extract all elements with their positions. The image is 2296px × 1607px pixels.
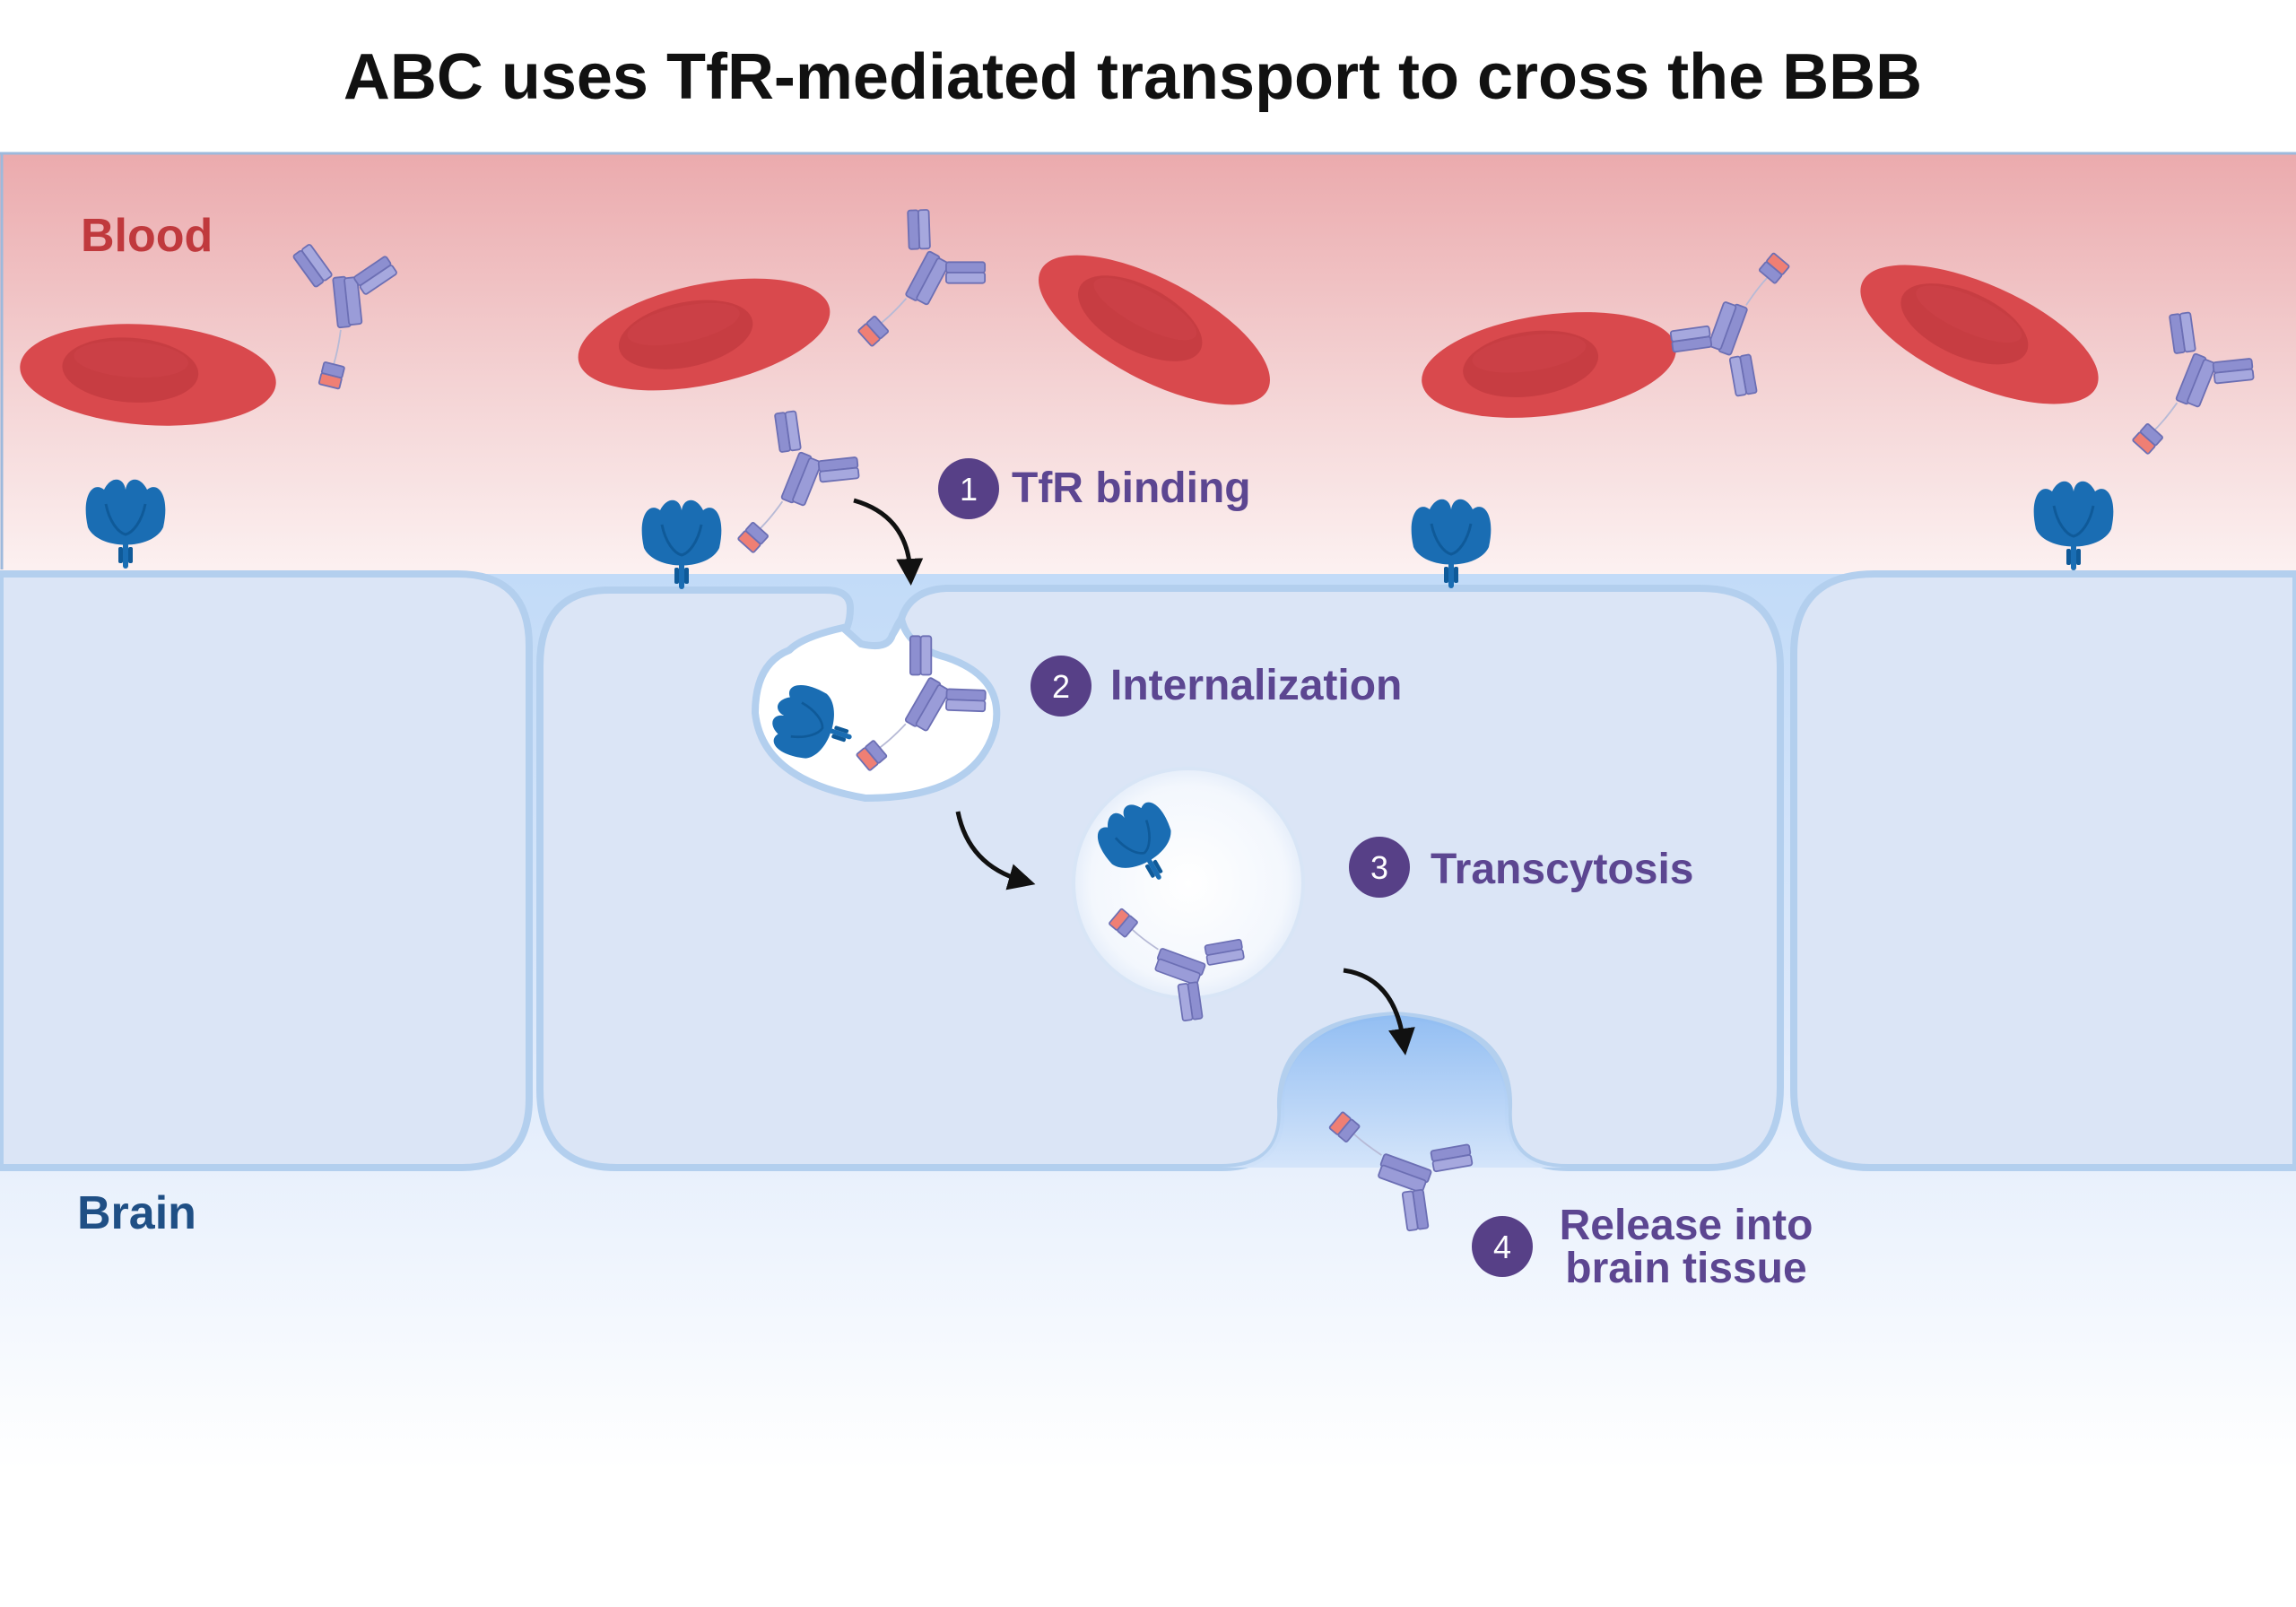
- diagram-title: ABC uses TfR-mediated transport to cross…: [344, 41, 1922, 113]
- endothelial-cell-left: [0, 570, 533, 1171]
- step-badge: [938, 458, 999, 519]
- step-label-transcytosis: Transcytosis: [1431, 846, 1693, 893]
- endothelial-cell-right: [1790, 570, 2296, 1171]
- step-badge: [1031, 656, 1091, 717]
- step-number: 1: [960, 471, 978, 508]
- step-label-release-line1: Release into: [1560, 1202, 1813, 1249]
- step-number: 2: [1052, 668, 1070, 705]
- exocytosis-pocket: [1222, 1015, 1568, 1168]
- blood-label: Blood: [81, 210, 213, 262]
- step-label-internalization: Internalization: [1110, 662, 1402, 709]
- step-badge: [1349, 837, 1410, 898]
- step-number: 3: [1370, 849, 1388, 886]
- curved-arrow-icon: [853, 498, 924, 586]
- brain-label: Brain: [77, 1187, 196, 1239]
- curved-arrow-icon: [955, 811, 1036, 890]
- step-number: 4: [1493, 1229, 1511, 1265]
- step-label-release-line2: brain tissue: [1565, 1245, 1806, 1292]
- step-badge: [1472, 1216, 1533, 1277]
- curved-arrow-icon: [1343, 968, 1415, 1055]
- step-label-tfr-binding: TfR binding: [1012, 465, 1251, 512]
